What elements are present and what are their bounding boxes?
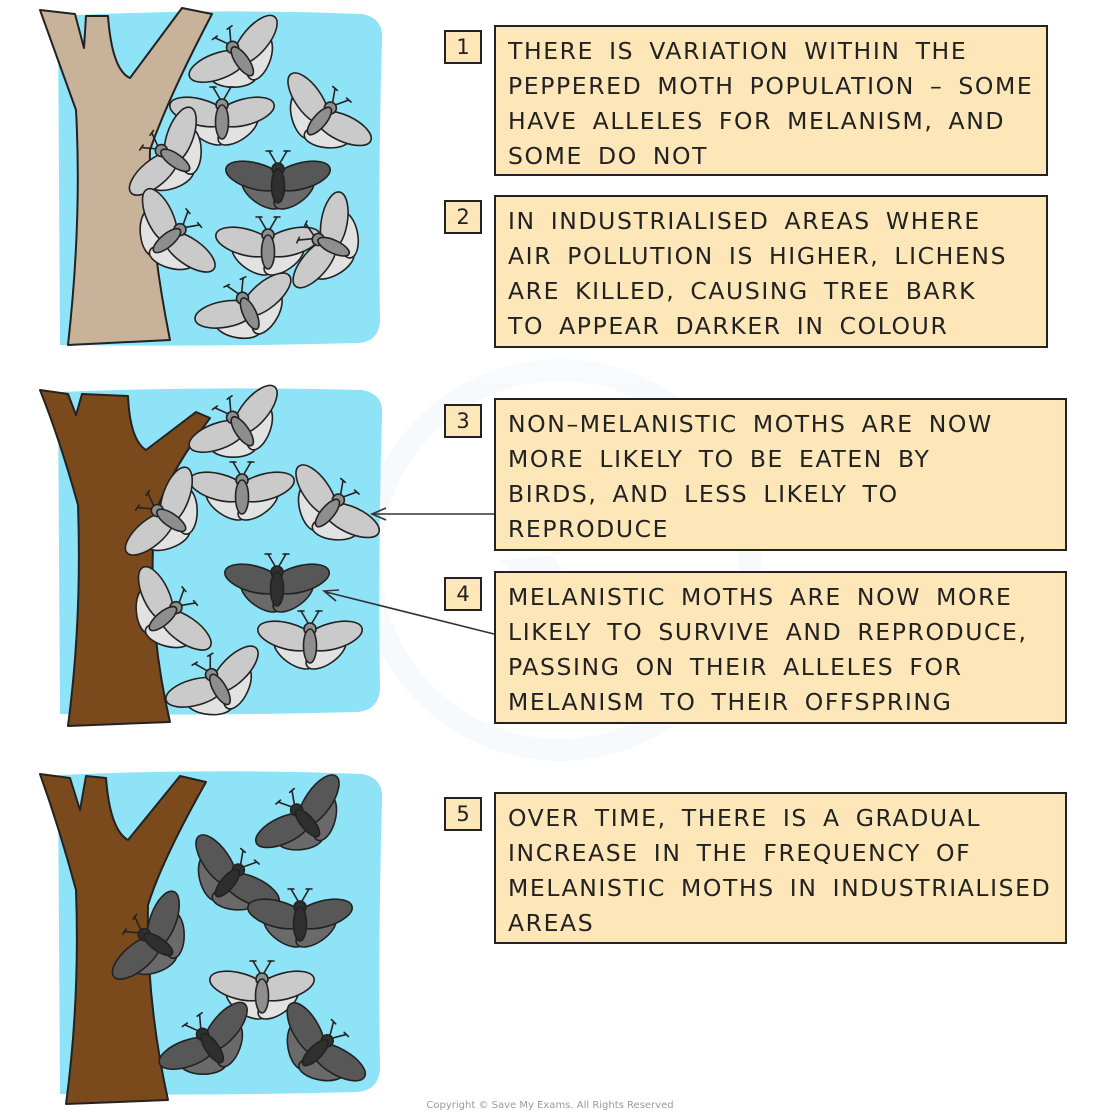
step-4-number: 4 — [444, 577, 482, 611]
arrow-step-4 — [325, 591, 495, 635]
copyright-notice: Copyright © Save My Exams. All Rights Re… — [426, 1100, 674, 1111]
step-2-text: IN INDUSTRIALISED AREAS WHERE AIR POLLUT… — [494, 195, 1048, 348]
tree-trunk-dark — [39, 773, 207, 1105]
step-1-text: THERE IS VARIATION WITHIN THE PEPPERED M… — [494, 25, 1048, 176]
step-2-number: 2 — [444, 200, 482, 234]
arrowhead-step-4 — [321, 589, 340, 602]
panel-3-illustration — [39, 759, 383, 1114]
panel-1-illustration — [39, 0, 386, 365]
step-5-text: OVER TIME, THERE IS A GRADUAL INCREASE I… — [494, 792, 1067, 944]
step-3-number: 3 — [444, 404, 482, 438]
step-1-number: 1 — [444, 30, 482, 64]
arrowhead-step-3 — [369, 507, 387, 521]
step-5-number: 5 — [444, 797, 482, 831]
panel-2-illustration — [39, 370, 495, 744]
step-4-text: MELANISTIC MOTHS ARE NOW MORE LIKELY TO … — [494, 571, 1067, 724]
step-3-text: NON–MELANISTIC MOTHS ARE NOW MORE LIKELY… — [494, 398, 1067, 551]
